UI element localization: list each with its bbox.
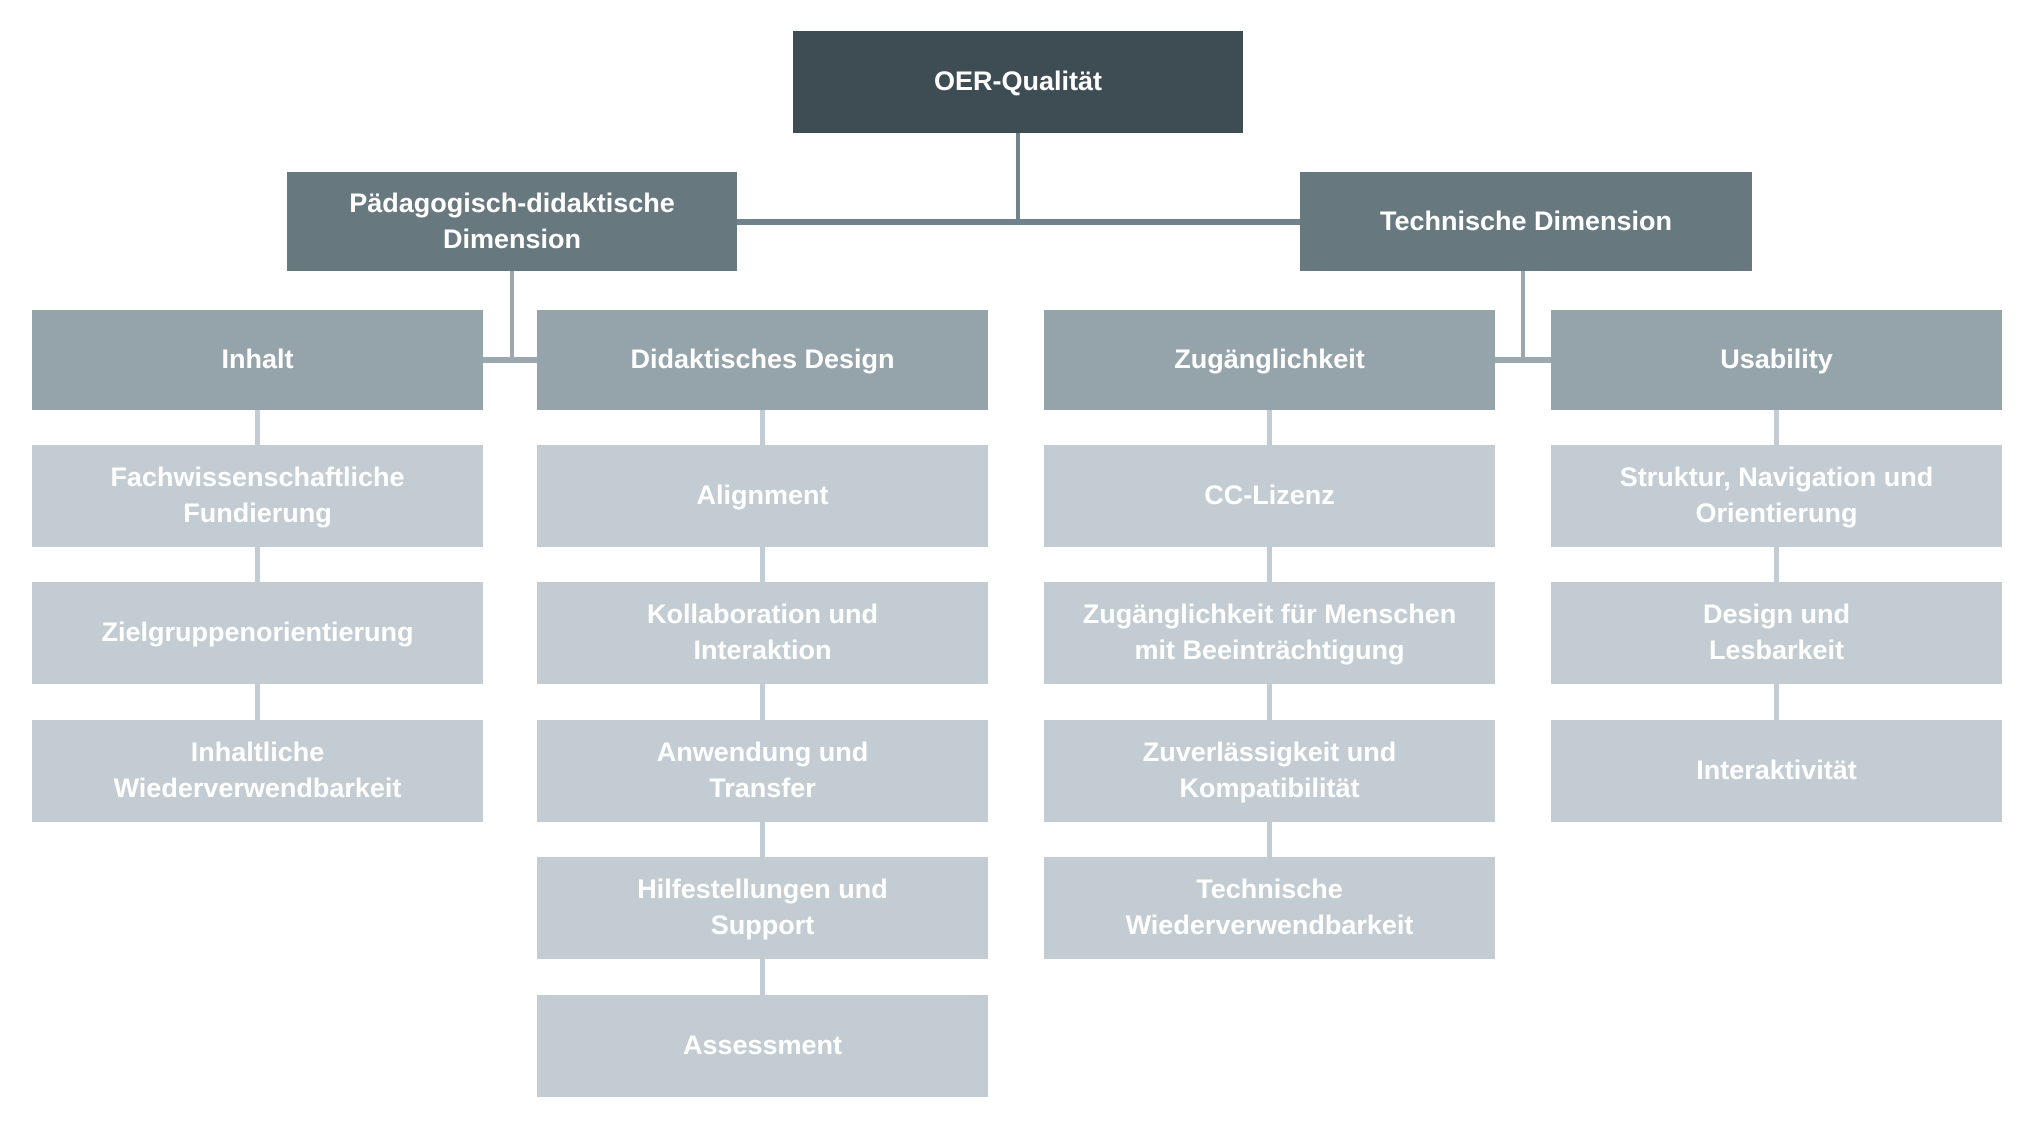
node-category-usability-label: Usability <box>1720 344 1833 375</box>
node-criterion-cc-lizenz: CC-Lizenz <box>1044 445 1495 547</box>
node-category-inhalt-label: Inhalt <box>221 344 294 375</box>
node-criterion-inhaltliche-wiederverwendbarkeit: Inhaltliche Wiederverwendbarkeit <box>32 720 483 822</box>
connector-zugaenglichkeit-1 <box>1267 547 1272 582</box>
node-criterion-technische-wiederverwendbarkeit: Technische Wiederverwendbarkeit <box>1044 857 1495 959</box>
node-criterion-zuverlaessigkeit-und-kompatibilitaet: Zuverlässigkeit und Kompatibilität <box>1044 720 1495 822</box>
node-dimension-paedagogisch-didaktisch: Pädagogisch-didaktische Dimension <box>287 172 737 271</box>
node-criterion-interaktivitaet: Interaktivität <box>1551 720 2002 822</box>
node-criterion-fachwissenschaftliche-fundierung: Fachwissenschaftliche Fundierung <box>32 445 483 547</box>
connector-zugaenglichkeit-0 <box>1267 410 1272 445</box>
criterion-label: CC-Lizenz <box>1204 480 1335 511</box>
connector-inhalt-2 <box>255 684 260 720</box>
connector-didaktik-3 <box>760 822 765 857</box>
connector-paedagogisch-bar <box>483 357 537 363</box>
node-oer-qualitaet-label: OER-Qualität <box>933 66 1102 97</box>
node-category-zugaenglichkeit: Zugänglichkeit <box>1044 310 1495 410</box>
criterion-label: Interaktivität <box>1696 755 1857 786</box>
node-category-inhalt: Inhalt <box>32 310 483 410</box>
criterion-label: Hilfestellungen und Support <box>637 874 888 940</box>
node-oer-qualitaet: OER-Qualität <box>793 31 1243 133</box>
criterion-label: Anwendung und Transfer <box>656 737 869 803</box>
node-category-didaktisches-design-label: Didaktisches Design <box>630 344 895 375</box>
criterion-label: Zugänglichkeit für Menschen mit Beeinträ… <box>1082 599 1457 665</box>
node-criterion-design-und-lesbarkeit: Design und Lesbarkeit <box>1551 582 2002 684</box>
criterion-label: Struktur, Navigation und Orientierung <box>1619 462 1934 528</box>
connector-root-stem <box>1016 133 1020 225</box>
connector-didaktik-1 <box>760 547 765 582</box>
connector-dimensions-bar <box>737 219 1300 225</box>
node-criterion-struktur-navigation-orientierung: Struktur, Navigation und Orientierung <box>1551 445 2002 547</box>
connector-zugaenglichkeit-2 <box>1267 684 1272 720</box>
node-dimension-technisch-label: Technische Dimension <box>1379 205 1673 236</box>
connector-usability-0 <box>1774 410 1779 445</box>
criterion-label: Fachwissenschaftliche Fundierung <box>110 462 405 528</box>
connector-paedagogisch-stem <box>510 271 514 363</box>
node-criterion-kollaboration-und-interaktion: Kollaboration und Interaktion <box>537 582 988 684</box>
connector-zugaenglichkeit-3 <box>1267 822 1272 857</box>
criterion-label: Alignment <box>696 480 829 511</box>
criterion-label: Zuverlässigkeit und Kompatibilität <box>1142 737 1397 803</box>
connector-didaktik-4 <box>760 959 765 995</box>
node-criterion-assessment: Assessment <box>537 995 988 1097</box>
connector-inhalt-1 <box>255 547 260 582</box>
node-category-didaktisches-design: Didaktisches Design <box>537 310 988 410</box>
criterion-label: Design und Lesbarkeit <box>1703 599 1850 665</box>
connector-didaktik-0 <box>760 410 765 445</box>
connector-technisch-bar <box>1495 357 1551 363</box>
connector-inhalt-0 <box>255 410 260 445</box>
criterion-label: Kollaboration und Interaktion <box>647 599 878 665</box>
node-category-usability: Usability <box>1551 310 2002 410</box>
connector-usability-2 <box>1774 684 1779 720</box>
node-dimension-technisch: Technische Dimension <box>1300 172 1752 271</box>
connector-didaktik-2 <box>760 684 765 720</box>
criterion-label: Inhaltliche Wiederverwendbarkeit <box>113 737 402 803</box>
criterion-label: Technische Wiederverwendbarkeit <box>1125 874 1414 940</box>
criterion-label: Zielgruppenorientierung <box>101 617 414 648</box>
connector-usability-1 <box>1774 547 1779 582</box>
node-dimension-paedagogisch-didaktisch-label: Pädagogisch-didaktische Dimension <box>349 187 675 254</box>
node-criterion-zielgruppenorientierung: Zielgruppenorientierung <box>32 582 483 684</box>
node-criterion-anwendung-und-transfer: Anwendung und Transfer <box>537 720 988 822</box>
connector-technisch-stem <box>1521 271 1525 363</box>
node-criterion-hilfestellungen-und-support: Hilfestellungen und Support <box>537 857 988 959</box>
node-category-zugaenglichkeit-label: Zugänglichkeit <box>1174 344 1365 375</box>
node-criterion-alignment: Alignment <box>537 445 988 547</box>
criterion-label: Assessment <box>682 1030 843 1061</box>
node-criterion-zugaenglichkeit-fuer-menschen: Zugänglichkeit für Menschen mit Beeinträ… <box>1044 582 1495 684</box>
